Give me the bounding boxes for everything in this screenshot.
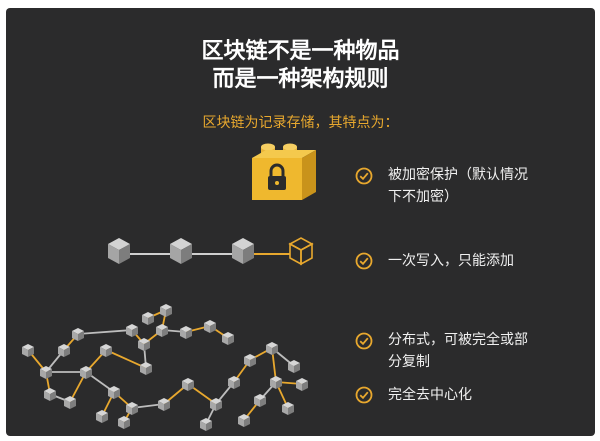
- network-node-cube: [140, 362, 152, 375]
- network-node-cube: [72, 328, 84, 341]
- feature-4: 完全去中心化: [388, 384, 472, 406]
- network-link: [77, 329, 133, 335]
- network-node-cube: [244, 354, 256, 367]
- network-node-cube: [100, 344, 112, 357]
- network-node-cube: [222, 332, 234, 345]
- network-node-cube: [160, 304, 172, 317]
- network-node-cube: [266, 342, 278, 355]
- network-link: [105, 349, 147, 369]
- network-node-cube: [180, 326, 192, 339]
- network-node-cube: [228, 376, 240, 389]
- feature-3: 分布式，可被完全或部 分复制: [388, 329, 528, 373]
- feature-3-line-2: 分复制: [388, 354, 430, 370]
- subtitle: 区块链为记录存储，其特点为：: [202, 115, 399, 131]
- network-node-cube: [126, 402, 138, 415]
- feature-1: 被加密保护（默认情况 下不加密）: [388, 164, 528, 208]
- chain-cube-1: [108, 238, 130, 264]
- network-node-cube: [64, 396, 76, 409]
- network-node-cube: [210, 398, 222, 411]
- network-node-cube: [138, 338, 150, 351]
- network-node-cube: [296, 378, 308, 391]
- feature-2-line-1: 一次写入，只能添加: [388, 253, 514, 269]
- network-node-cube: [282, 402, 294, 415]
- locked-block-icon: [252, 143, 316, 200]
- feature-1-line-1: 被加密保护（默认情况: [388, 167, 528, 183]
- feature-2: 一次写入，只能添加: [388, 250, 514, 272]
- distributed-network-icon: [22, 304, 308, 431]
- network-node-cube: [182, 378, 194, 391]
- feature-1-line-2: 下不加密）: [388, 189, 458, 205]
- title-line-1: 区块链不是一种物品: [201, 39, 400, 64]
- network-node-cube: [80, 366, 92, 379]
- infographic-panel: 区块链不是一种物品 而是一种架构规则 区块链为记录存储，其特点为：: [6, 8, 595, 436]
- network-node-cube: [118, 416, 130, 429]
- feature-4-line-1: 完全去中心化: [388, 387, 472, 403]
- network-node-cube: [254, 394, 266, 407]
- network-node-cube: [158, 398, 170, 411]
- check-circle-icon: [355, 252, 373, 270]
- network-node-cube: [288, 360, 300, 373]
- block-chain-icon: [108, 237, 314, 266]
- title-line-2: 而是一种架构规则: [212, 67, 389, 92]
- network-node-cube: [142, 312, 154, 325]
- network-node-cube: [270, 376, 282, 389]
- network-node-cube: [238, 414, 250, 427]
- chain-cube-new: [288, 237, 314, 266]
- network-node-cube: [58, 344, 70, 357]
- network-node-cube: [44, 388, 56, 401]
- network-node-cube: [22, 344, 34, 357]
- network-node-cube: [200, 418, 212, 431]
- network-node-cube: [108, 386, 120, 399]
- network-node-cube: [40, 366, 52, 379]
- feature-3-line-1: 分布式，可被完全或部: [388, 332, 528, 348]
- chain-cube-3: [232, 238, 254, 264]
- network-node-cube: [156, 324, 168, 337]
- network-node-cube: [96, 410, 108, 423]
- check-circle-icon: [355, 332, 373, 350]
- network-node-cube: [126, 324, 138, 337]
- chain-cube-2: [170, 238, 192, 264]
- check-circle-icon: [355, 386, 373, 404]
- network-node-cube: [204, 320, 216, 333]
- check-circle-icon: [355, 167, 373, 185]
